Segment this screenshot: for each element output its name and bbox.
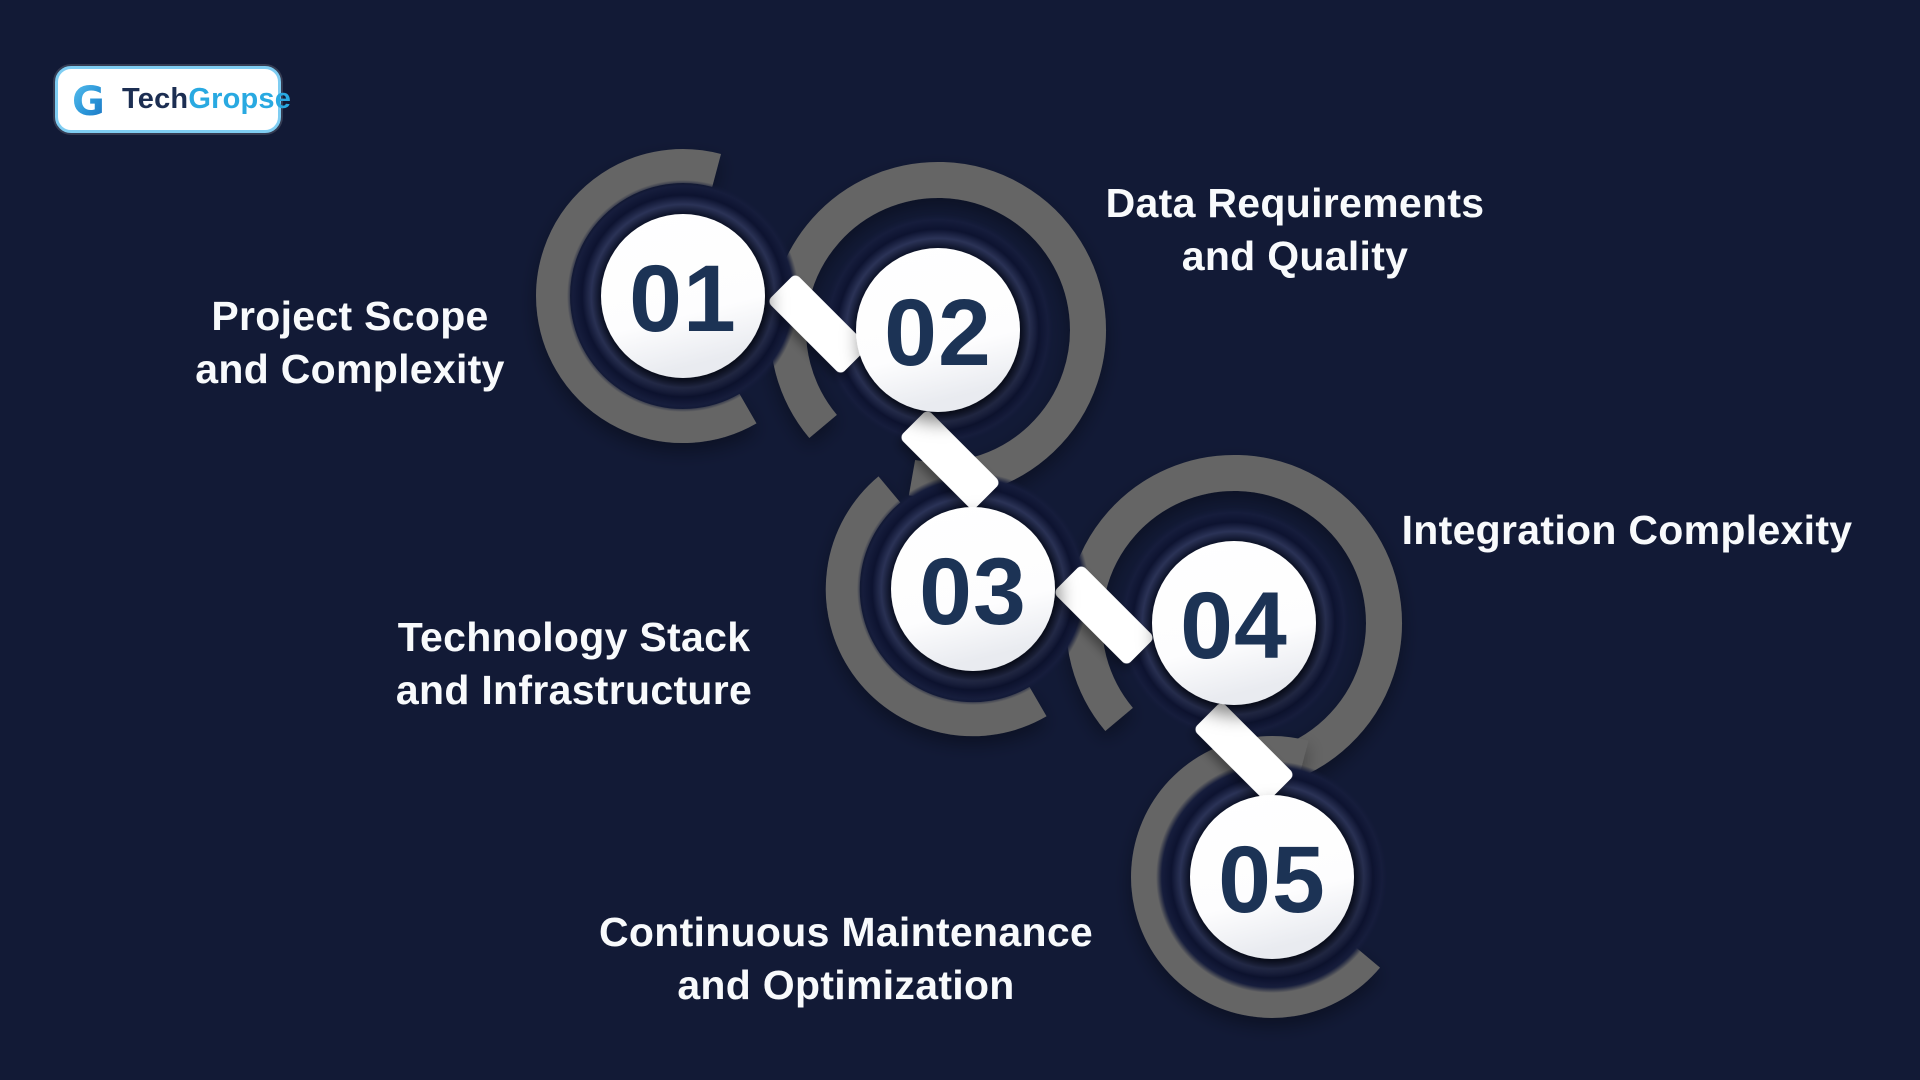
- label-step-02-line1: Data Requirements: [1105, 180, 1485, 226]
- node-number-03: 03: [919, 539, 1027, 645]
- node-arc-01: [536, 149, 757, 443]
- node-number-01: 01: [629, 246, 737, 352]
- node-number-04: 04: [1180, 573, 1288, 679]
- connectors-layer: [769, 275, 1293, 801]
- label-step-01-line1: Project Scope: [211, 293, 489, 339]
- brand-logo: G TechGropse: [55, 66, 291, 133]
- label-step-05-line1: Continuous Maintenance: [598, 909, 1094, 955]
- connector-3: [1055, 566, 1153, 664]
- brand-g-icon: G: [72, 79, 105, 121]
- label-step-02-line2: and Quality: [1181, 233, 1409, 279]
- node-arc-03: [825, 476, 1047, 737]
- node-circle-01: [601, 214, 765, 378]
- node-circle-02: [856, 248, 1020, 412]
- label-step-01: Project Scope and Complexity: [195, 290, 504, 396]
- brand-text-first: Tech: [122, 83, 189, 115]
- numbers-layer: 01 02 03 04 05: [629, 246, 1326, 933]
- node-circle-03: [891, 507, 1055, 671]
- node-number-05: 05: [1218, 827, 1326, 933]
- label-step-03-line1: Technology Stack: [397, 614, 751, 660]
- connector-2: [901, 411, 999, 509]
- node-circle-04: [1152, 541, 1316, 705]
- connector-1: [769, 275, 867, 373]
- node-arc-05: [1131, 736, 1380, 1018]
- label-step-02: Data Requirements and Quality: [1106, 177, 1485, 283]
- circles-layer: [601, 214, 1354, 959]
- label-step-03: Technology Stack and Infrastructure: [396, 611, 752, 717]
- brand-text-second: Gropse: [188, 83, 292, 115]
- label-step-03-line2: and Infrastructure: [395, 667, 753, 713]
- node-circle-05: [1190, 795, 1354, 959]
- label-step-05: Continuous Maintenance and Optimization: [599, 906, 1093, 1012]
- connector-4: [1195, 703, 1293, 801]
- svg-text:G: G: [72, 79, 105, 121]
- brand-text: TechGropse: [122, 83, 291, 116]
- label-step-04: Integration Complexity: [1402, 504, 1853, 557]
- label-step-01-line2: and Complexity: [195, 346, 505, 392]
- label-step-05-line2: and Optimization: [677, 962, 1015, 1008]
- node-number-02: 02: [884, 280, 992, 386]
- label-step-04-line1: Integration Complexity: [1401, 507, 1853, 553]
